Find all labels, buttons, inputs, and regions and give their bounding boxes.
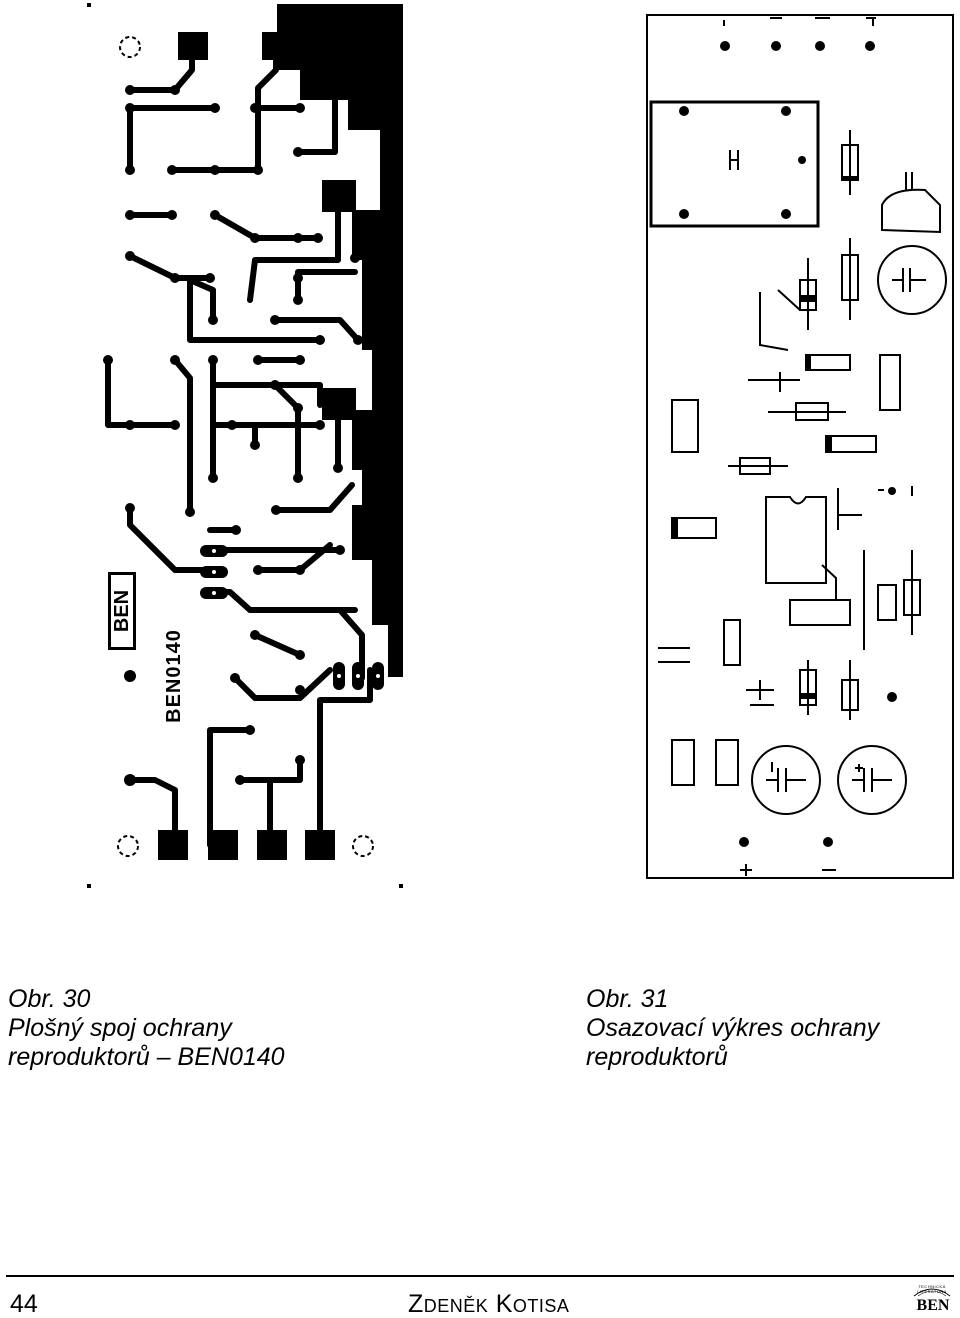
publisher-logo: TECHNICKÁ LITERATURA BEN (908, 1284, 956, 1316)
figure-30-title-line2: reproduktorů – BEN0140 (8, 1043, 285, 1071)
component-placement-drawing (646, 14, 954, 879)
publisher-logo-arc-text: TECHNICKÁ LITERATURA (917, 1284, 947, 1294)
board-badge (108, 572, 136, 650)
publisher-logo-text: BEN (916, 1297, 950, 1314)
author-name: Zdeněk Kotisa (408, 1290, 570, 1318)
footer-rule (6, 1275, 954, 1277)
figure-31-number: Obr. 31 (586, 985, 669, 1013)
figure-31-title-line1: Osazovací výkres ochrany (586, 1014, 880, 1042)
board-badge-label: BEN (111, 589, 133, 633)
figure-30-title-line1: Plošný spoj ochrany (8, 1014, 232, 1042)
pcb-copper-layout (87, 3, 403, 888)
page-number: 44 (10, 1290, 38, 1318)
figure-31-caption: Obr. 31 Osazovací výkres ochrany reprodu… (586, 985, 879, 1072)
figure-30-number: Obr. 30 (8, 985, 91, 1013)
figure-31-title-line2: reproduktorů (586, 1043, 728, 1071)
board-code-label: BEN0140 (163, 629, 185, 723)
figure-30-caption: Obr. 30 Plošný spoj ochrany reproduktorů… (8, 985, 285, 1072)
